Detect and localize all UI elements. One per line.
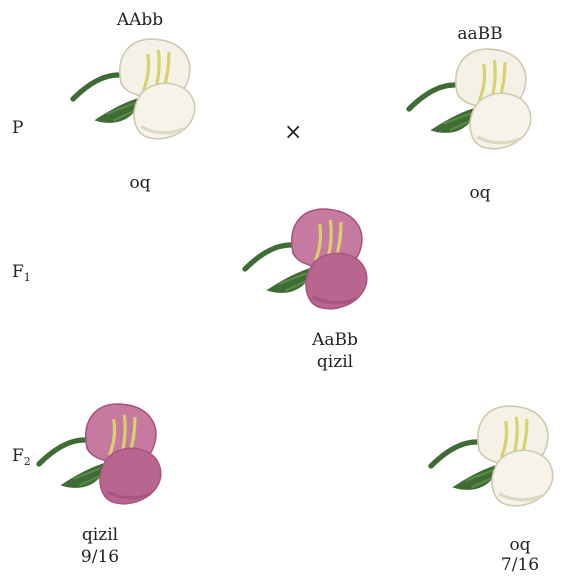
f2-red-flower [28, 400, 178, 528]
f2-white-ratio: 7/16 [485, 555, 555, 575]
f1-letter: F [12, 262, 24, 282]
f2-red-ratio: 9/16 [65, 547, 135, 567]
f1-phenotype: qizil [295, 352, 375, 372]
f2-white-phenotype: oq [485, 535, 555, 555]
f1-subscript: 1 [24, 271, 31, 284]
f2-red-phenotype: qizil [65, 525, 135, 545]
cross-symbol: × [284, 120, 302, 145]
parent-left-genotype: AAbb [100, 10, 180, 30]
parent-left-flower [62, 35, 212, 163]
f2-letter: F [12, 446, 24, 466]
parent-right-phenotype: oq [450, 183, 510, 203]
parent-right-flower [398, 45, 548, 173]
generation-label-p: P [12, 118, 23, 138]
f2-white-flower [420, 402, 570, 530]
f1-flower [234, 205, 384, 333]
generation-label-f1: F1 [12, 262, 31, 284]
f1-genotype: AaBb [295, 330, 375, 350]
parent-left-phenotype: oq [110, 173, 170, 193]
parent-right-genotype: aaBB [440, 24, 520, 44]
